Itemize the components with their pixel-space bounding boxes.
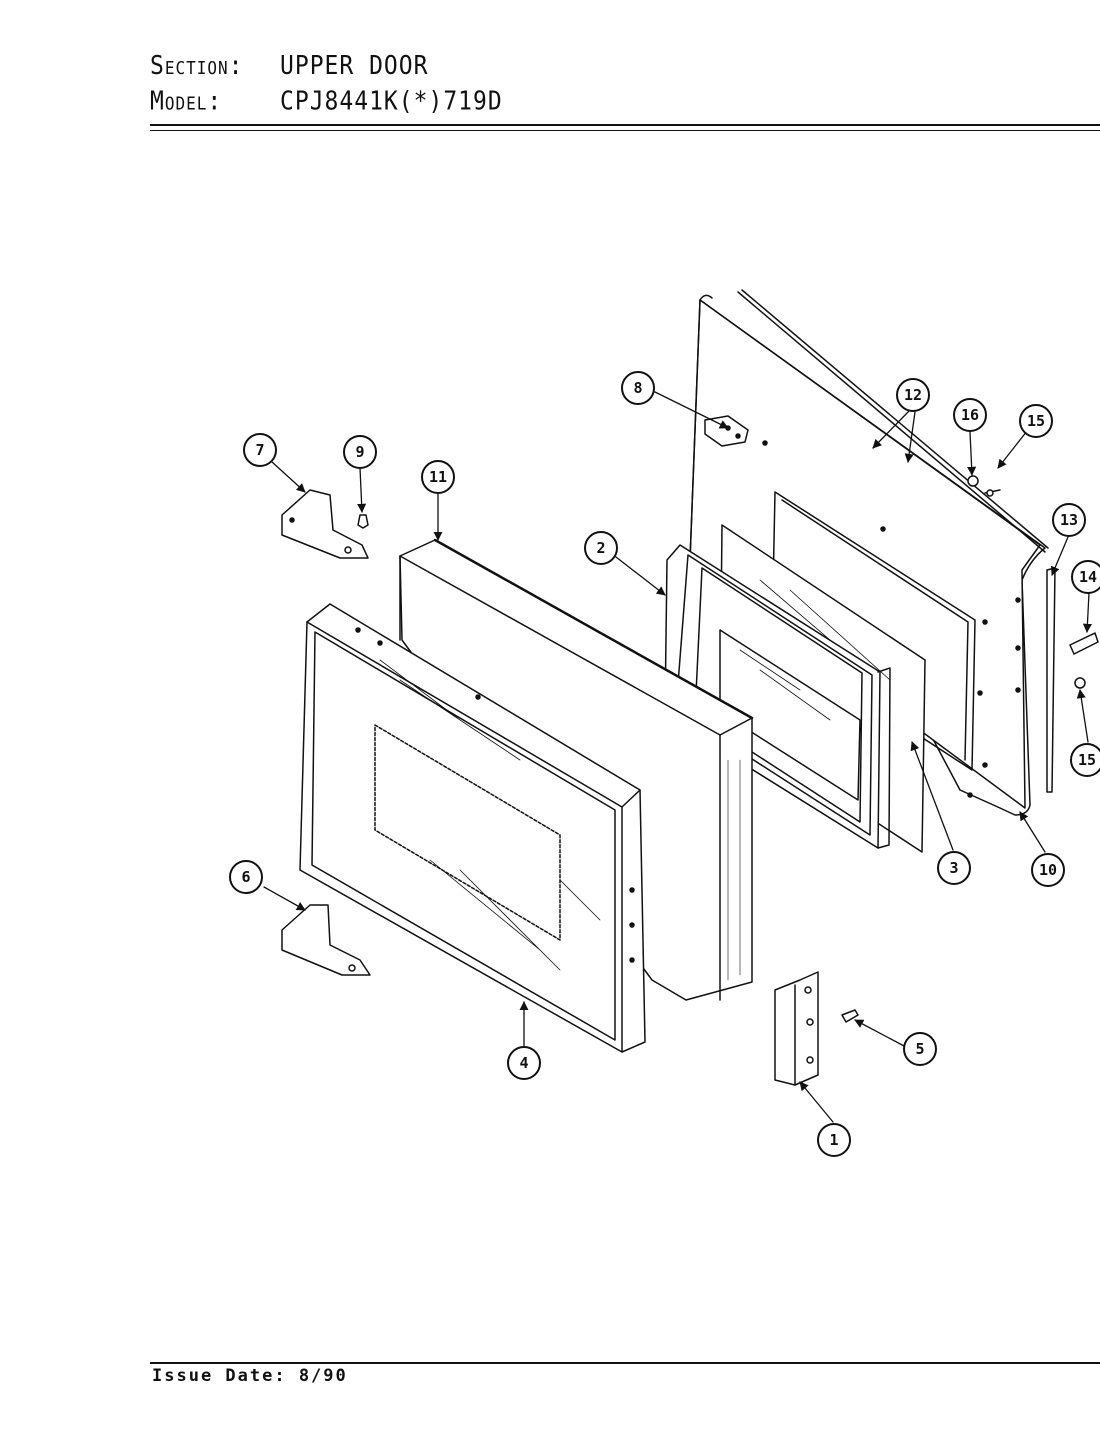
callout-7-label: 7: [255, 441, 264, 459]
part-upper-hinge-bracket: [281, 489, 369, 559]
section-line: Section: UPPER DOOR: [150, 48, 503, 84]
callout-13-label: 13: [1060, 511, 1078, 529]
part-hardware: [967, 475, 1099, 689]
callout-6-label: 6: [241, 868, 250, 886]
callout-3-label: 3: [949, 859, 958, 877]
part-top-rails: [737, 289, 1049, 553]
callout-15-top-label: 15: [1027, 412, 1045, 430]
callout-9-label: 9: [355, 443, 364, 461]
part-hinge-screw: [841, 1009, 859, 1023]
callout-14: 14: [1071, 560, 1100, 594]
callout-8-label: 8: [633, 379, 642, 397]
part-window-frame: [664, 544, 891, 849]
callout-2-label: 2: [596, 539, 605, 557]
header-rule: [150, 124, 1100, 126]
leader-lines: [263, 391, 1092, 1123]
callout-5: 5: [903, 1032, 937, 1066]
callout-11-label: 11: [429, 468, 447, 486]
part-plate: [704, 415, 749, 447]
callout-6: 6: [229, 860, 263, 894]
model-label: Model:: [150, 87, 223, 117]
issue-date: Issue Date: 8/90: [152, 1366, 348, 1386]
callout-15-bottom-label: 15: [1078, 751, 1096, 769]
callout-1: 1: [817, 1123, 851, 1157]
section-label: Section:: [150, 51, 244, 81]
callout-16: 16: [953, 398, 987, 432]
callout-11: 11: [421, 460, 455, 494]
callout-3: 3: [937, 851, 971, 885]
header-rule-thin: [150, 130, 1100, 131]
part-outer-door: [299, 603, 646, 1053]
part-hinge: [774, 971, 819, 1086]
part-lower-hinge-bracket: [281, 904, 371, 976]
callout-10: 10: [1031, 853, 1065, 887]
callout-15-top: 15: [1019, 404, 1053, 438]
callout-12-label: 12: [904, 386, 922, 404]
footer-rule: [150, 1362, 1100, 1364]
page-header: Section: UPPER DOOR Model: CPJ8441K(*)719D: [150, 48, 503, 120]
callout-7: 7: [243, 433, 277, 467]
callout-4-label: 4: [519, 1054, 528, 1072]
callout-8: 8: [621, 371, 655, 405]
callout-9: 9: [343, 435, 377, 469]
callout-10-label: 10: [1039, 861, 1057, 879]
model-line: Model: CPJ8441K(*)719D: [150, 84, 503, 120]
section-value: UPPER DOOR: [280, 51, 429, 81]
callout-15-bottom: 15: [1070, 743, 1100, 777]
callout-1-label: 1: [829, 1131, 838, 1149]
callout-13: 13: [1052, 503, 1086, 537]
callout-14-label: 14: [1079, 568, 1097, 586]
callout-4: 4: [507, 1046, 541, 1080]
callout-2: 2: [584, 531, 618, 565]
part-screw: [357, 514, 369, 529]
callout-16-label: 16: [961, 406, 979, 424]
callout-12: 12: [896, 378, 930, 412]
model-value: CPJ8441K(*)719D: [280, 87, 503, 117]
part-inner-door-panel: [689, 294, 1046, 816]
part-side-strip: [1046, 567, 1056, 793]
callouts: 8 7 9 11 2 12 16 15: [229, 371, 1100, 1157]
callout-5-label: 5: [915, 1040, 924, 1058]
